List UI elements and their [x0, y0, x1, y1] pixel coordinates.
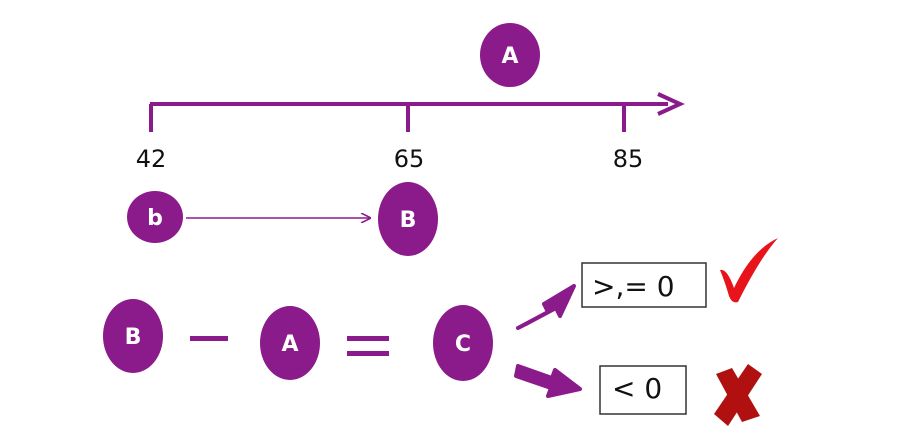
equals-sign-bottom — [347, 351, 389, 356]
equation-b-circle — [103, 299, 163, 373]
tick-label-85: 85 — [613, 145, 644, 173]
equation-a-circle — [260, 306, 320, 380]
tick-label-42: 42 — [136, 145, 167, 173]
node-b-upper-label: B — [400, 208, 417, 233]
tick-label-65: 65 — [394, 145, 425, 173]
equation-b-label: B — [125, 325, 142, 350]
outcome-arrow-down — [514, 364, 582, 398]
outcome-negative: < 0 — [599, 364, 762, 426]
node-b-upper-circle — [378, 182, 438, 256]
cross-icon — [714, 364, 762, 426]
marker-a-label: A — [501, 44, 518, 69]
node-b-lower-circle — [127, 191, 183, 243]
outcome-arrow-up — [516, 284, 576, 330]
equals-sign-top — [347, 336, 389, 341]
outcome-negative-box — [599, 365, 687, 415]
node-b-lower-label: b — [147, 206, 163, 231]
check-icon — [720, 238, 778, 303]
outcome-negative-text: < 0 — [612, 372, 662, 405]
marker-a-circle — [480, 23, 540, 87]
outcome-nonnegative-text: >,= 0 — [592, 270, 675, 303]
transition: b B — [127, 182, 438, 256]
equation: B A C — [103, 299, 493, 381]
outcome-nonnegative-box — [581, 262, 707, 308]
equation-a-label: A — [281, 332, 298, 357]
outcome-nonnegative: >,= 0 — [581, 238, 778, 308]
minus-sign — [190, 336, 228, 341]
marker-a: A — [480, 23, 540, 87]
equation-c-label: C — [455, 332, 471, 357]
number-line-arrowhead — [657, 92, 685, 116]
equation-c-circle — [433, 305, 493, 381]
number-line: 42 65 85 — [136, 92, 685, 173]
